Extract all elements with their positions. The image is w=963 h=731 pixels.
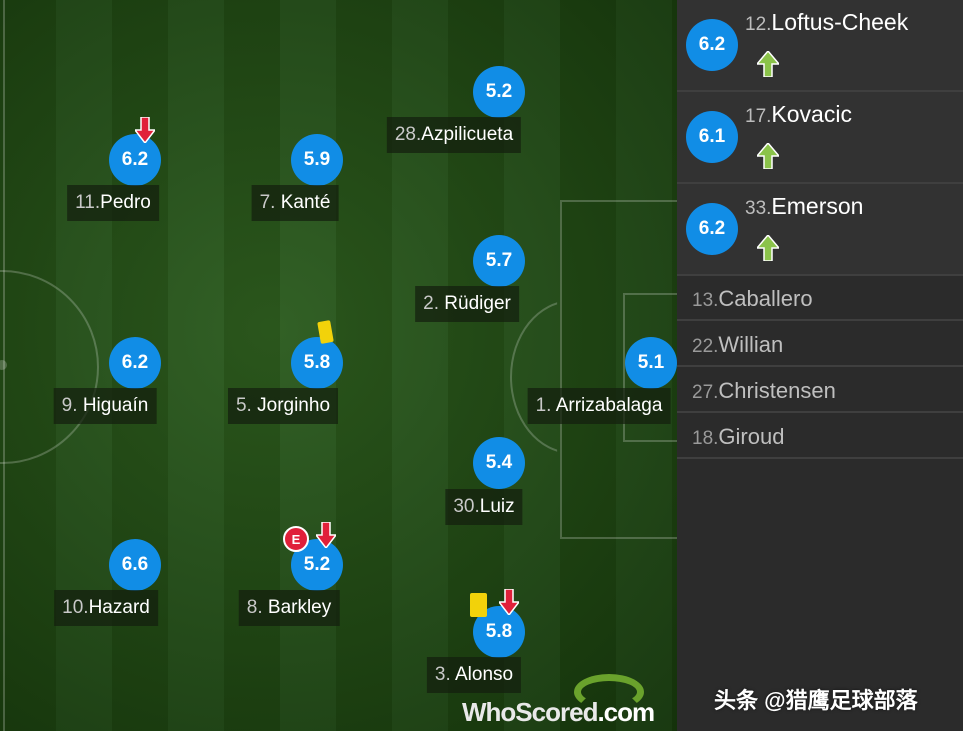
center-spot [0, 360, 7, 370]
sub-row-kovacic[interactable]: 6.1 17.Kovacic [677, 92, 963, 184]
watermark-text: 头条 @猎鹰足球部落 [714, 688, 918, 713]
player-rating: 6.6 [109, 539, 161, 591]
sub-in-arrow-icon [757, 143, 779, 169]
sub-out-arrow-icon [499, 589, 519, 615]
player-name-label: 9. Higuaín [53, 388, 157, 424]
sub-in-arrow-icon [757, 235, 779, 261]
whoscored-logo: WhoScored.com [462, 670, 667, 730]
substitutes-panel: 6.2 12.Loftus-Cheek 6.1 17.Kovacic 6.2 3… [677, 0, 963, 731]
player-rating: 5.1 [625, 337, 677, 389]
player-name-label: 10.Hazard [54, 590, 158, 626]
player-rating: 5.7 [473, 235, 525, 287]
player-rating: 6.2 [686, 19, 738, 71]
penalty-area [560, 200, 677, 539]
sub-out-arrow-icon [316, 522, 336, 548]
logo-mark [574, 674, 644, 710]
sub-name: 33.Emerson [745, 193, 864, 219]
player-rating: 6.2 [686, 203, 738, 255]
player-rating: 5.8 [291, 337, 343, 389]
player-name-label: 8. Barkley [238, 590, 340, 626]
sub-in-arrow-icon [757, 51, 779, 77]
sub-out-arrow-icon [135, 117, 155, 143]
player-rating: 5.2 [473, 66, 525, 118]
player-name-label: 2. Rüdiger [415, 286, 519, 322]
error-badge-icon: E [283, 526, 309, 552]
goal-area [623, 293, 677, 442]
bench-row-christensen[interactable]: 27.Christensen [677, 368, 963, 413]
player-rating: 6.2 [109, 337, 161, 389]
yellow-card-icon [470, 593, 487, 617]
bench-row-giroud[interactable]: 18.Giroud [677, 414, 963, 459]
player-rating: 5.9 [291, 134, 343, 186]
player-name-label: 7. Kanté [251, 185, 339, 221]
sub-row-emerson[interactable]: 6.2 33.Emerson [677, 184, 963, 276]
sub-name: 12.Loftus-Cheek [745, 9, 909, 35]
player-name-label: 11.Pedro [67, 185, 159, 221]
bench-row-caballero[interactable]: 13.Caballero [677, 276, 963, 321]
sub-name: 17.Kovacic [745, 101, 852, 127]
player-rating: 6.2 [109, 134, 161, 186]
player-name-label: 5. Jorginho [227, 388, 339, 424]
bench-row-willian[interactable]: 22.Willian [677, 322, 963, 367]
player-name-label: 28.Azpilicueta [386, 117, 522, 153]
player-name-label: 3. Alonso [426, 657, 522, 693]
logo-text: WhoScored.com [462, 697, 655, 727]
player-name-label: 1. Arrizabalaga [527, 388, 671, 424]
player-rating: 6.1 [686, 111, 738, 163]
sub-row-loftus-cheek[interactable]: 6.2 12.Loftus-Cheek [677, 0, 963, 92]
player-name-label: 30.Luiz [445, 489, 523, 525]
player-rating: 5.4 [473, 437, 525, 489]
